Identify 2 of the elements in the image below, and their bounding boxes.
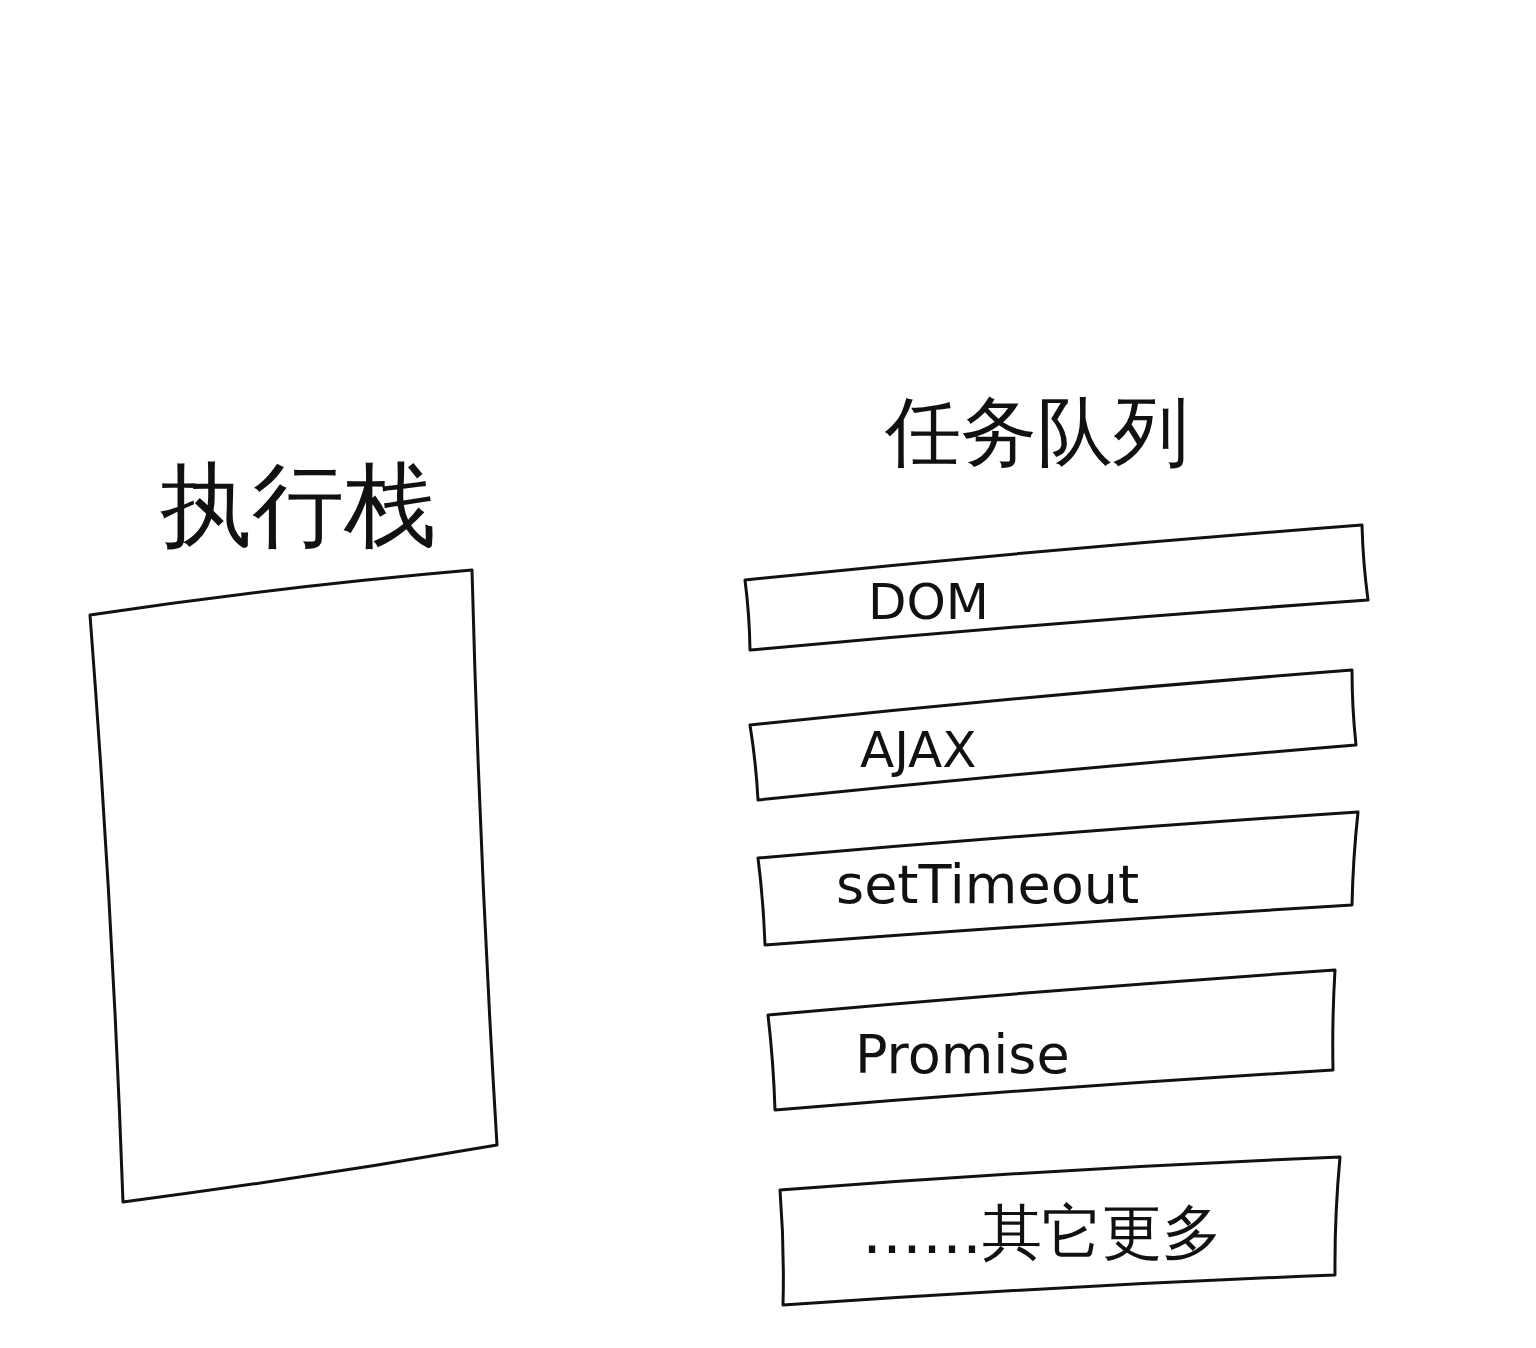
heading: 任务队列 (885, 394, 1189, 470)
heading: 执行栈 (160, 460, 436, 552)
